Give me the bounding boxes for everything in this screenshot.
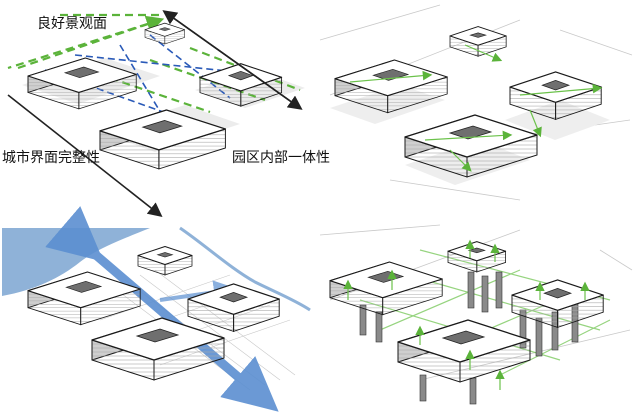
building-tr-2 bbox=[449, 26, 507, 57]
vertical-arrows bbox=[343, 239, 590, 390]
building-bl-4 bbox=[91, 317, 225, 381]
panel-top-left: 良好景观面 城市界面完整性 园区内部一体性 bbox=[2, 10, 330, 217]
building-br-4 bbox=[397, 319, 531, 383]
building-tl-2 bbox=[144, 22, 185, 45]
panel-top-right bbox=[319, 4, 633, 201]
panel-bottom-right bbox=[319, 224, 633, 405]
building-br-2 bbox=[447, 241, 507, 273]
label-city-interface: 城市界面完整性 bbox=[2, 149, 100, 166]
building-bl-3 bbox=[187, 283, 280, 333]
building-br-1 bbox=[329, 261, 443, 316]
panel-bottom-left bbox=[2, 206, 311, 412]
building-bl-2 bbox=[137, 246, 193, 276]
label-good-view: 良好景观面 bbox=[37, 16, 107, 32]
label-park-unity: 园区内部一体性 bbox=[232, 150, 330, 166]
